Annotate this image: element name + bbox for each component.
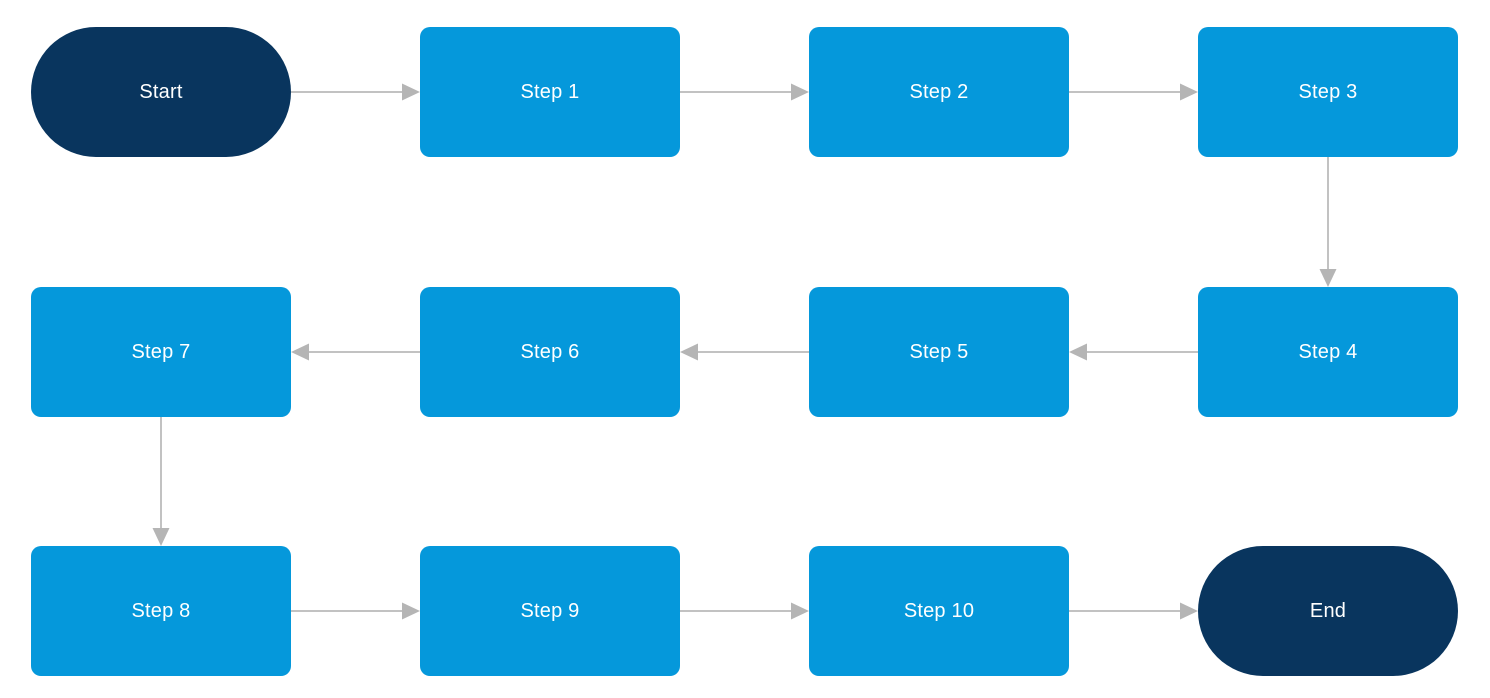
node-label: Step 5	[909, 340, 969, 363]
connector-step9-step10	[680, 602, 809, 620]
node-step7: Step 7	[31, 287, 291, 417]
connector-step7-step8	[152, 417, 170, 546]
node-step10: Step 10	[809, 546, 1069, 676]
arrowhead-icon	[402, 602, 420, 620]
node-label: Step 8	[131, 599, 191, 622]
node-label: Step 3	[1298, 80, 1358, 103]
connector-step2-step3	[1069, 83, 1198, 101]
connector-start-step1	[291, 83, 420, 101]
connector-step5-step6	[680, 343, 809, 361]
node-label: Step 6	[520, 340, 580, 363]
node-step5: Step 5	[809, 287, 1069, 417]
arrowhead-icon	[791, 602, 809, 620]
arrowhead-icon	[1180, 602, 1198, 620]
node-label: Step 9	[520, 599, 580, 622]
node-label: Step 7	[131, 340, 191, 363]
connector-step6-step7	[291, 343, 420, 361]
node-label: Step 1	[520, 80, 580, 103]
node-label: Step 2	[909, 80, 969, 103]
node-step6: Step 6	[420, 287, 680, 417]
node-step4: Step 4	[1198, 287, 1458, 417]
arrowhead-icon	[402, 83, 420, 101]
connector-step3-step4	[1319, 157, 1337, 287]
arrowhead-icon	[152, 528, 170, 546]
arrowhead-icon	[1180, 83, 1198, 101]
node-start: Start	[31, 27, 291, 157]
arrowhead-icon	[291, 343, 309, 361]
node-step9: Step 9	[420, 546, 680, 676]
connector-step8-step9	[291, 602, 420, 620]
connector-step4-step5	[1069, 343, 1198, 361]
node-end: End	[1198, 546, 1458, 676]
arrowhead-icon	[680, 343, 698, 361]
node-step8: Step 8	[31, 546, 291, 676]
connector-step10-end	[1069, 602, 1198, 620]
node-label: Step 4	[1298, 340, 1358, 363]
arrowhead-icon	[791, 83, 809, 101]
connector-step1-step2	[680, 83, 809, 101]
node-step2: Step 2	[809, 27, 1069, 157]
arrowhead-icon	[1319, 269, 1337, 287]
node-label: Step 10	[903, 599, 975, 622]
arrowhead-icon	[1069, 343, 1087, 361]
node-label: End	[1309, 599, 1347, 622]
node-step3: Step 3	[1198, 27, 1458, 157]
node-label: Start	[139, 80, 183, 103]
node-step1: Step 1	[420, 27, 680, 157]
